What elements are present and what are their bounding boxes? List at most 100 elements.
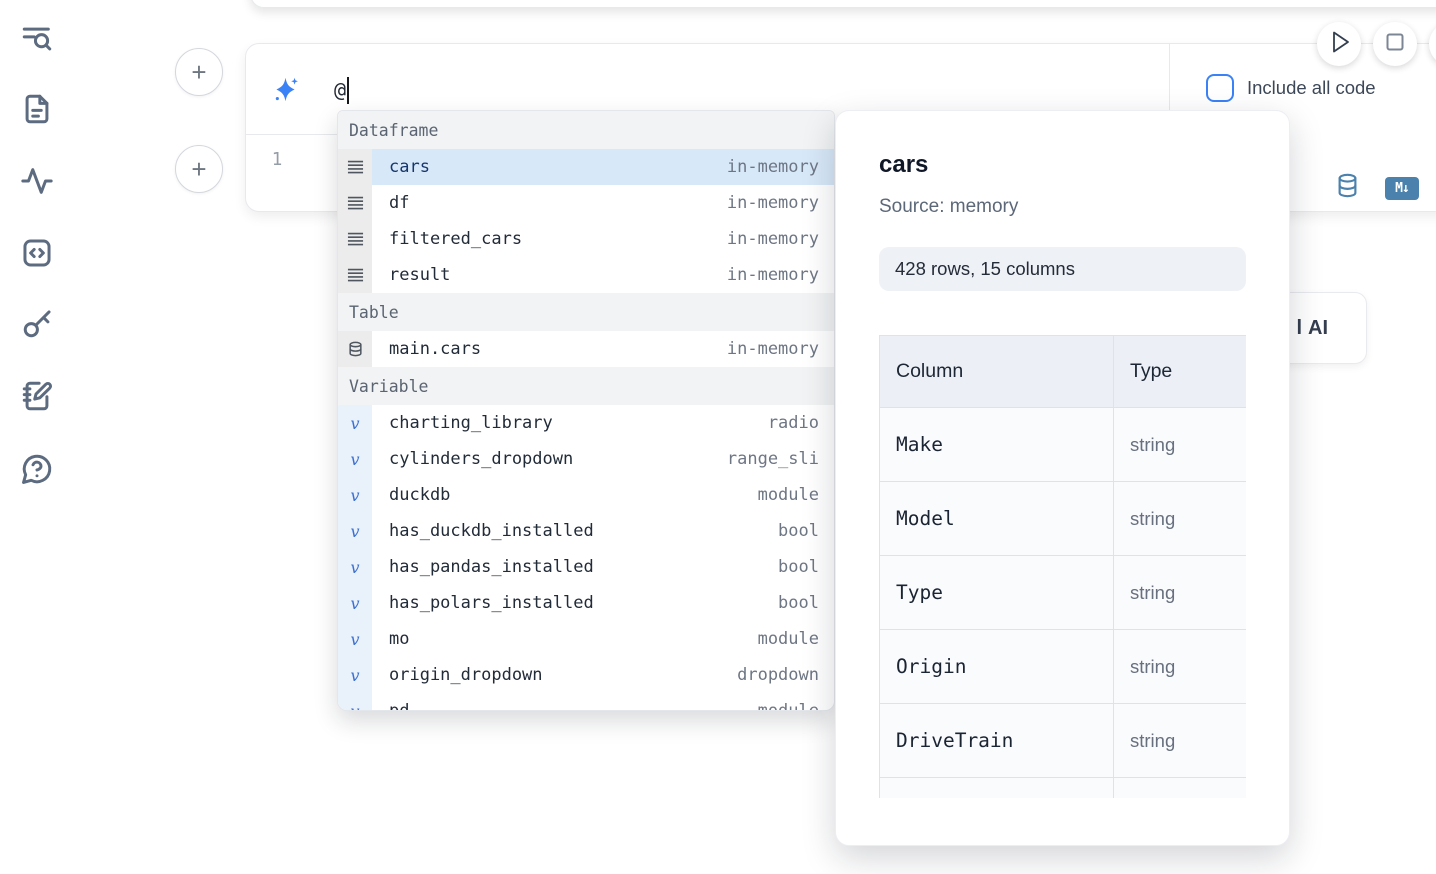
- autocomplete-item-name: df: [389, 193, 410, 213]
- autocomplete-item-name: cars: [389, 157, 430, 177]
- include-all-code-toggle[interactable]: Include all code: [1206, 74, 1376, 102]
- autocomplete-item-type: radio: [767, 413, 819, 433]
- column-name-cell: Model: [879, 481, 1114, 556]
- column-type-cell: string: [1113, 407, 1246, 482]
- ai-button-clipped-text: l: [1296, 316, 1302, 339]
- column-name-cell: Origin: [879, 629, 1114, 704]
- sidebar: [0, 0, 72, 874]
- stop-button[interactable]: [1373, 22, 1417, 66]
- sidebar-item-secrets[interactable]: [18, 307, 56, 345]
- autocomplete-section-header: Variable: [338, 367, 834, 405]
- row-column-count-badge: 428 rows, 15 columns: [879, 247, 1246, 291]
- autocomplete-item[interactable]: result in-memory: [338, 257, 834, 293]
- rows-icon: [338, 185, 372, 221]
- sidebar-item-scratchpad[interactable]: [18, 379, 56, 417]
- autocomplete-item-type: module: [757, 629, 819, 649]
- key-icon: [20, 307, 54, 346]
- more-actions-button[interactable]: [1429, 22, 1436, 66]
- markdown-icon[interactable]: M↓: [1385, 176, 1419, 200]
- ai-prompt-input[interactable]: @: [334, 72, 350, 108]
- column-type-cell: string: [1113, 481, 1246, 556]
- database-icon[interactable]: [1334, 172, 1361, 204]
- help-chat-icon: [20, 452, 54, 491]
- autocomplete-item-type: in-memory: [726, 229, 819, 249]
- variable-icon: v: [338, 585, 372, 621]
- autocomplete-item-type: bool: [778, 521, 819, 541]
- database-icon: [338, 331, 372, 367]
- preview-title: cars: [879, 151, 929, 178]
- column-name-cell: DriveTrain: [879, 703, 1114, 778]
- schema-table-row: [879, 777, 1246, 798]
- autocomplete-item-type: in-memory: [726, 265, 819, 285]
- ai-prompt-text: @: [334, 78, 347, 102]
- column-type-cell: string: [1113, 555, 1246, 630]
- column-type-cell: string: [1113, 703, 1246, 778]
- autocomplete-item-type: bool: [778, 593, 819, 613]
- file-text-icon: [20, 92, 54, 131]
- text-cursor: [347, 76, 350, 104]
- autocomplete-item-name: main.cars: [389, 339, 482, 359]
- dataframe-preview-panel: cars Source: memory 428 rows, 15 columns…: [835, 110, 1290, 846]
- autocomplete-item-type: range_sli: [726, 449, 819, 469]
- cell-actions: M↓: [1334, 172, 1419, 204]
- column-type-cell: string: [1113, 629, 1246, 704]
- column-name-cell: [879, 777, 1114, 798]
- add-cell-button-top[interactable]: +: [175, 48, 223, 96]
- sidebar-item-help[interactable]: [18, 452, 56, 490]
- sidebar-item-toc-search[interactable]: [18, 22, 56, 60]
- variable-icon: v: [338, 477, 372, 513]
- autocomplete-item[interactable]: v charting_library radio: [338, 405, 834, 441]
- autocomplete-item[interactable]: v has_polars_installed bool: [338, 585, 834, 621]
- code-square-icon: [20, 236, 54, 275]
- rows-icon: [338, 149, 372, 185]
- autocomplete-item-name: cylinders_dropdown: [389, 449, 574, 469]
- run-cell-button[interactable]: [1317, 22, 1361, 66]
- ai-button-label: AI: [1308, 316, 1328, 339]
- preview-table-header-cell: Type: [1113, 335, 1246, 408]
- autocomplete-item-type: dropdown: [737, 665, 819, 685]
- variable-icon: v: [338, 621, 372, 657]
- column-name-cell: Make: [879, 407, 1114, 482]
- stop-square-icon: [1373, 20, 1417, 69]
- variable-icon: v: [338, 405, 372, 441]
- autocomplete-item-name: charting_library: [389, 413, 553, 433]
- sidebar-item-activity[interactable]: [18, 164, 56, 202]
- rows-icon: [338, 257, 372, 293]
- autocomplete-item-type: module: [757, 701, 819, 711]
- autocomplete-item-name: has_duckdb_installed: [389, 521, 594, 541]
- previous-cell: [250, 0, 1436, 8]
- preview-table-header-cell: Column: [879, 335, 1114, 408]
- include-all-code-checkbox[interactable]: [1206, 74, 1234, 102]
- sidebar-item-files[interactable]: [18, 92, 56, 130]
- autocomplete-section-header: Dataframe: [338, 111, 834, 149]
- sidebar-item-snippets[interactable]: [18, 236, 56, 274]
- column-type-cell: [1113, 777, 1246, 798]
- autocomplete-item-name: result: [389, 265, 451, 285]
- activity-icon: [20, 164, 54, 203]
- autocomplete-item-name: has_polars_installed: [389, 593, 594, 613]
- column-name-cell: Type: [879, 555, 1114, 630]
- autocomplete-item-name: duckdb: [389, 485, 451, 505]
- add-cell-button-bottom[interactable]: +: [175, 145, 223, 193]
- play-icon: [1317, 20, 1361, 69]
- autocomplete-item-name: pd: [389, 701, 410, 711]
